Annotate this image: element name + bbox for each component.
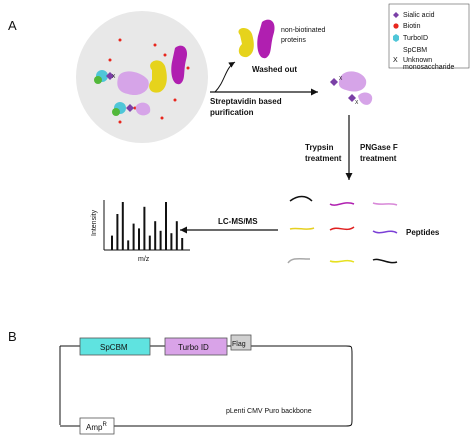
- trypsin-line-2: treatment: [305, 154, 342, 163]
- legend-biotin: Biotin: [403, 23, 421, 30]
- spcbm-text: SpCBM: [100, 343, 128, 352]
- y-axis-label: Intensity: [91, 209, 98, 236]
- turbo-id-box: [164, 337, 228, 356]
- peptide-fragment: [289, 195, 313, 202]
- streptavidin-line-1: Streptavidin based: [210, 97, 282, 106]
- legend-spcbm: SpCBM: [403, 47, 427, 54]
- non-biotinated-line-2: proteins: [281, 37, 306, 44]
- turbo-id-text: Turbo ID: [178, 343, 209, 352]
- spcbm-box: [79, 337, 151, 356]
- non-biotinated-line-1: non-biotinated: [281, 27, 325, 34]
- biotin-icon: [393, 23, 399, 29]
- peptide-fragment: [372, 202, 398, 206]
- peptide-fragment: [329, 259, 355, 263]
- streptavidin-line-2: purification: [210, 108, 254, 117]
- sialic-acid-icon: [393, 12, 399, 18]
- peptide-fragment: [289, 227, 315, 230]
- legend-turboid: TurboID: [403, 35, 428, 42]
- svg-text:X: X: [355, 100, 359, 106]
- panel-a-label: A: [8, 18, 17, 33]
- pngase-line-2: treatment: [360, 154, 397, 163]
- peptide-fragment: [329, 226, 355, 231]
- purified-proteins: X X: [330, 71, 373, 106]
- lcms-label: LC-MS/MS: [218, 217, 258, 226]
- legend-sialic: Sialic acid: [403, 12, 435, 19]
- peptide-group: [287, 195, 398, 264]
- flag-box: [230, 334, 252, 351]
- svg-text:X: X: [112, 74, 116, 80]
- legend-monosaccharide: monosaccharide: [403, 64, 454, 71]
- x-axis-label: m/z: [138, 256, 150, 263]
- flag-text: Flag: [232, 341, 246, 348]
- legend: Sialic acid Biotin TurboID SpCBM X Unkno…: [388, 3, 470, 71]
- panel-b-label: B: [8, 329, 17, 344]
- peptides-label: Peptides: [406, 228, 440, 237]
- pngase-line-1: PNGase F: [360, 143, 398, 152]
- washed-out-label: Washed out: [252, 65, 297, 74]
- peptide-fragment: [287, 257, 311, 264]
- legend-unknown: Unknown: [403, 57, 432, 64]
- cell-circle: X: [76, 11, 208, 143]
- svg-text:X: X: [339, 76, 343, 82]
- backbone-label: pLenti CMV Puro backbone: [226, 408, 312, 415]
- trypsin-line-1: Trypsin: [305, 143, 334, 152]
- unknown-monosaccharide-icon: X: [393, 57, 398, 64]
- amp-box: [79, 417, 115, 435]
- mass-spectrum: [103, 200, 190, 251]
- peptide-fragment: [372, 258, 398, 264]
- peptide-fragment: [329, 202, 355, 206]
- washout-arrow: [214, 61, 236, 93]
- amp-text: AmpR: [86, 422, 107, 432]
- non-biotinated-proteins: [238, 19, 275, 59]
- turboid-icon: [393, 34, 399, 42]
- peptide-fragment: [372, 230, 398, 234]
